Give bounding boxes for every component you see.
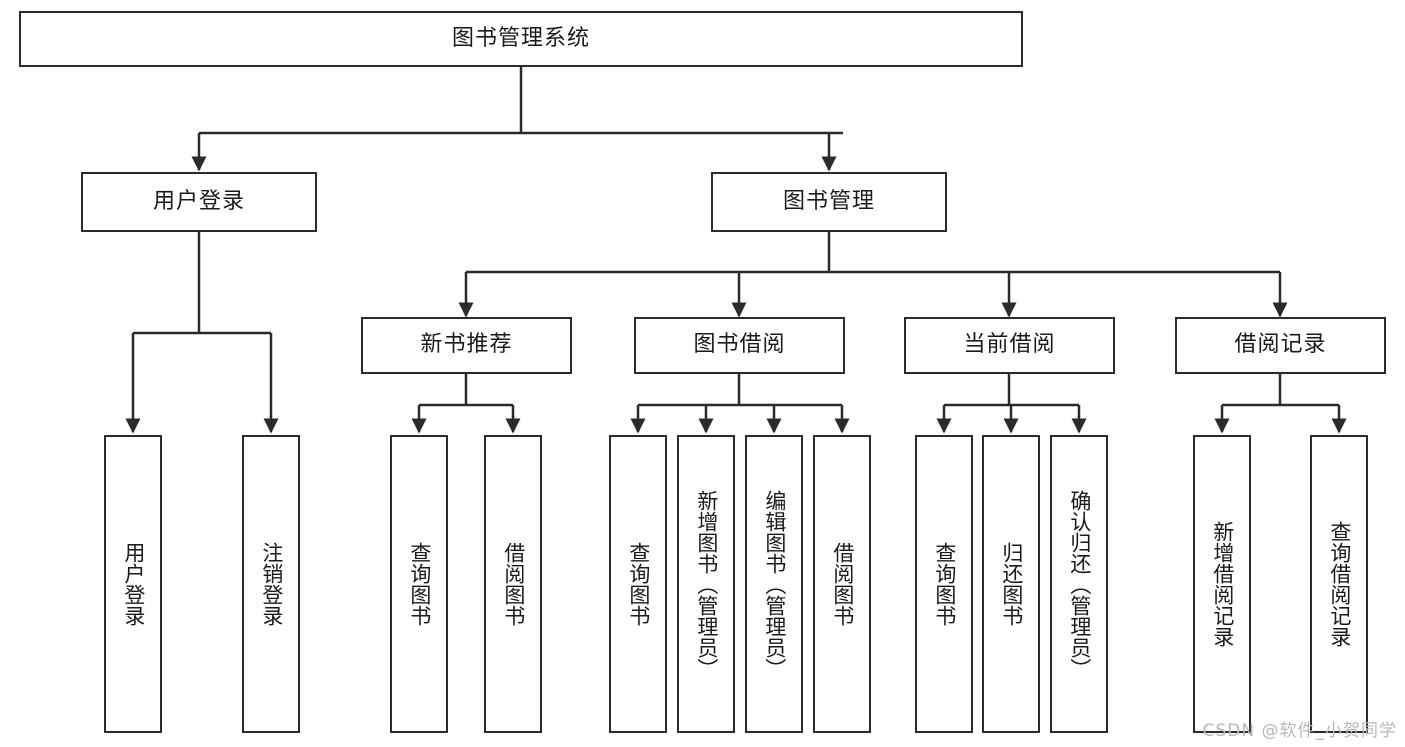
leaf-return-book[interactable]: 归还图书: [982, 435, 1040, 733]
leaf-query-borrow-record[interactable]: 查询借阅记录: [1310, 435, 1368, 733]
leaf-user-login-label: 用户登录: [121, 542, 146, 626]
leaf-query-book-current[interactable]: 查询图书: [915, 435, 973, 733]
leaf-user-logout[interactable]: 注销登录: [242, 435, 300, 733]
leaf-query-book-borrow[interactable]: 查询图书: [609, 435, 667, 733]
leaf-add-book-admin-label: 新增图书（管理员）: [694, 489, 719, 679]
connectors-currentborrow-to-leaves: [936, 374, 1087, 434]
node-book-management[interactable]: 图书管理: [711, 172, 947, 232]
node-root-system[interactable]: 图书管理系统: [19, 11, 1023, 67]
node-current-borrow-label: 当前借阅: [963, 332, 1056, 358]
connectors-newbook-to-leaves: [411, 374, 521, 434]
leaf-query-book-borrow-label: 查询图书: [626, 542, 651, 626]
leaf-borrow-book[interactable]: 借阅图书: [813, 435, 871, 733]
leaf-return-book-label: 归还图书: [999, 542, 1024, 626]
leaf-add-book-admin[interactable]: 新增图书（管理员）: [677, 435, 735, 733]
leaf-query-book-current-label: 查询图书: [932, 542, 957, 626]
leaf-user-logout-label: 注销登录: [259, 542, 284, 626]
node-borrow-records-label: 借阅记录: [1234, 332, 1327, 358]
node-borrow-records[interactable]: 借阅记录: [1175, 317, 1386, 374]
leaf-edit-book-admin[interactable]: 编辑图书（管理员）: [745, 435, 803, 733]
node-new-book-recommendation[interactable]: 新书推荐: [361, 317, 572, 374]
leaf-add-borrow-record-label: 新增借阅记录: [1210, 521, 1235, 647]
connectors-userlogin-to-leaves: [125, 232, 279, 434]
node-current-borrow[interactable]: 当前借阅: [904, 317, 1115, 374]
leaf-borrow-book-label: 借阅图书: [830, 542, 855, 626]
node-user-login[interactable]: 用户登录: [81, 172, 317, 232]
connectors-bookborrow-to-leaves: [630, 374, 850, 434]
leaf-user-login[interactable]: 用户登录: [104, 435, 162, 733]
leaf-query-borrow-record-label: 查询借阅记录: [1327, 521, 1352, 647]
leaf-query-book-newbook[interactable]: 查询图书: [390, 435, 448, 733]
node-book-borrow[interactable]: 图书借阅: [634, 317, 845, 374]
connectors-root-to-level2: [191, 67, 843, 172]
connectors-borrowrecords-to-leaves: [1214, 374, 1347, 434]
leaf-borrow-book-newbook-label: 借阅图书: [501, 542, 526, 626]
node-new-book-recommendation-label: 新书推荐: [420, 332, 513, 358]
leaf-edit-book-admin-label: 编辑图书（管理员）: [762, 489, 787, 679]
node-book-management-label: 图书管理: [782, 188, 875, 214]
node-book-borrow-label: 图书借阅: [693, 332, 786, 358]
leaf-query-book-newbook-label: 查询图书: [407, 542, 432, 626]
node-root-system-label: 图书管理系统: [451, 25, 590, 51]
leaf-confirm-return-admin[interactable]: 确认归还（管理员）: [1050, 435, 1108, 733]
leaf-add-borrow-record[interactable]: 新增借阅记录: [1193, 435, 1251, 733]
leaf-borrow-book-newbook[interactable]: 借阅图书: [484, 435, 542, 733]
node-user-login-label: 用户登录: [152, 188, 245, 214]
leaf-confirm-return-admin-label: 确认归还（管理员）: [1067, 489, 1092, 679]
connectors-bookmgmt-to-level3: [458, 232, 1288, 318]
